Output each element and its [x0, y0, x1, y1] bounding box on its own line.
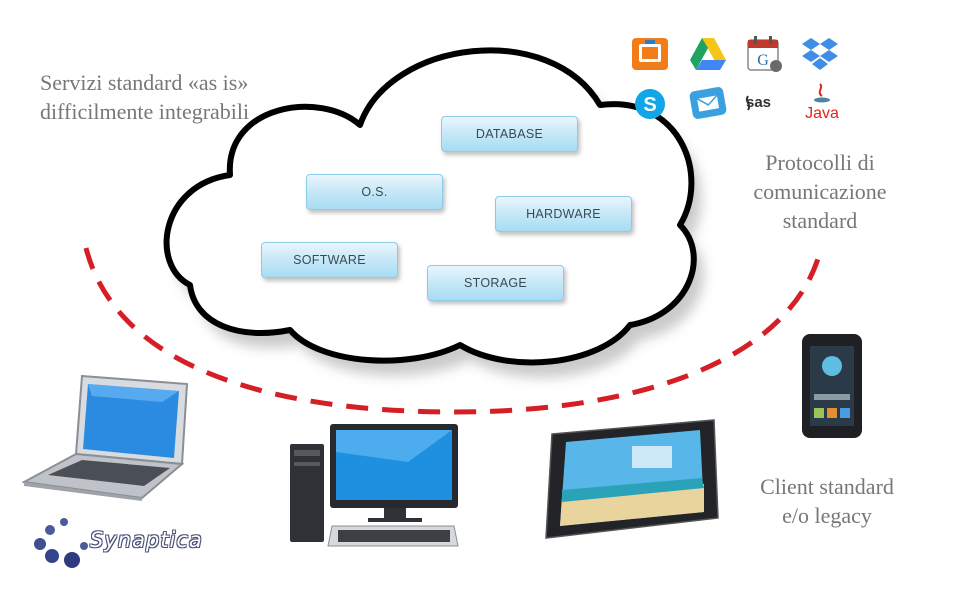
synaptica-logo-mark: [34, 518, 88, 568]
tablet-icon: [545, 419, 719, 539]
laptop-icon: [22, 374, 189, 501]
java-label: Java: [805, 105, 839, 122]
drive-icon: [690, 38, 726, 70]
os-box: O.S.: [306, 174, 443, 210]
caption-protocols-line2: comunicazione: [753, 179, 887, 204]
synaptica-logo-text: Synaptica: [90, 528, 203, 552]
desktop-computer-icon: [290, 424, 459, 547]
caption-services: Servizi standard «as is» difficilmente i…: [40, 68, 249, 126]
office-icon: [632, 38, 668, 70]
caption-clients-line1: Client standard: [760, 474, 894, 499]
caption-services-line2: difficilmente integrabili: [40, 99, 250, 124]
caption-services-line1: Servizi standard «as is»: [40, 70, 249, 95]
calendar-icon: G: [747, 36, 782, 72]
storage-box: STORAGE: [427, 265, 564, 301]
caption-clients-line2: e/o legacy: [782, 503, 872, 528]
caption-protocols-line3: standard: [782, 208, 858, 233]
dashed-arc: [83, 247, 823, 415]
caption-protocols: Protocolli di comunicazione standard: [720, 148, 920, 235]
smartphone-icon: [802, 334, 862, 438]
dropbox-icon: [802, 38, 838, 70]
java-icon: Java: [805, 83, 839, 122]
hardware-box: HARDWARE: [495, 196, 632, 232]
sas-icon: sas: [745, 94, 771, 111]
calendar-letter: G: [757, 52, 769, 69]
software-box: SOFTWARE: [261, 242, 398, 278]
sas-label: sas: [746, 94, 771, 111]
mail-icon: [689, 87, 727, 119]
caption-clients: Client standard e/o legacy: [732, 472, 922, 530]
svg-text:S: S: [643, 94, 656, 116]
caption-protocols-line1: Protocolli di: [765, 150, 875, 175]
database-box: DATABASE: [441, 116, 578, 152]
skype-icon: S: [635, 89, 665, 119]
